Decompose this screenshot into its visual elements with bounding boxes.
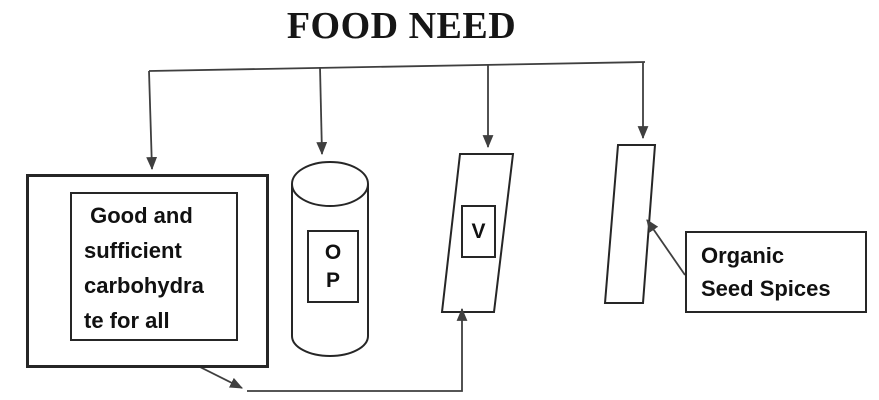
op-label: O P (324, 240, 342, 292)
top-rail-line (148, 61, 646, 72)
op-cylinder-shape (291, 184, 369, 357)
op-label-box: O P (307, 230, 359, 303)
organic-seed-spices-label: Organic Seed Spices (701, 243, 831, 301)
carbohydrate-label: Good and sufficient carbohydra te for al… (84, 203, 204, 333)
arrow-to-carbohydrate-box (146, 70, 158, 171)
bottom-connector-to-v-panel (247, 307, 468, 392)
carbohydrate-inner-box: Good and sufficient carbohydra te for al… (70, 192, 238, 341)
diagram-title: FOOD NEED (286, 5, 517, 47)
organic-seed-spices-box: Organic Seed Spices (685, 231, 867, 313)
op-cylinder-top-ellipse (291, 161, 369, 207)
arrow-to-op-cylinder (316, 66, 328, 156)
organic-label-arrow (646, 219, 686, 276)
v-label-box: V (461, 205, 496, 258)
v-label: V (471, 220, 486, 243)
seed-panel-shape (603, 144, 657, 304)
